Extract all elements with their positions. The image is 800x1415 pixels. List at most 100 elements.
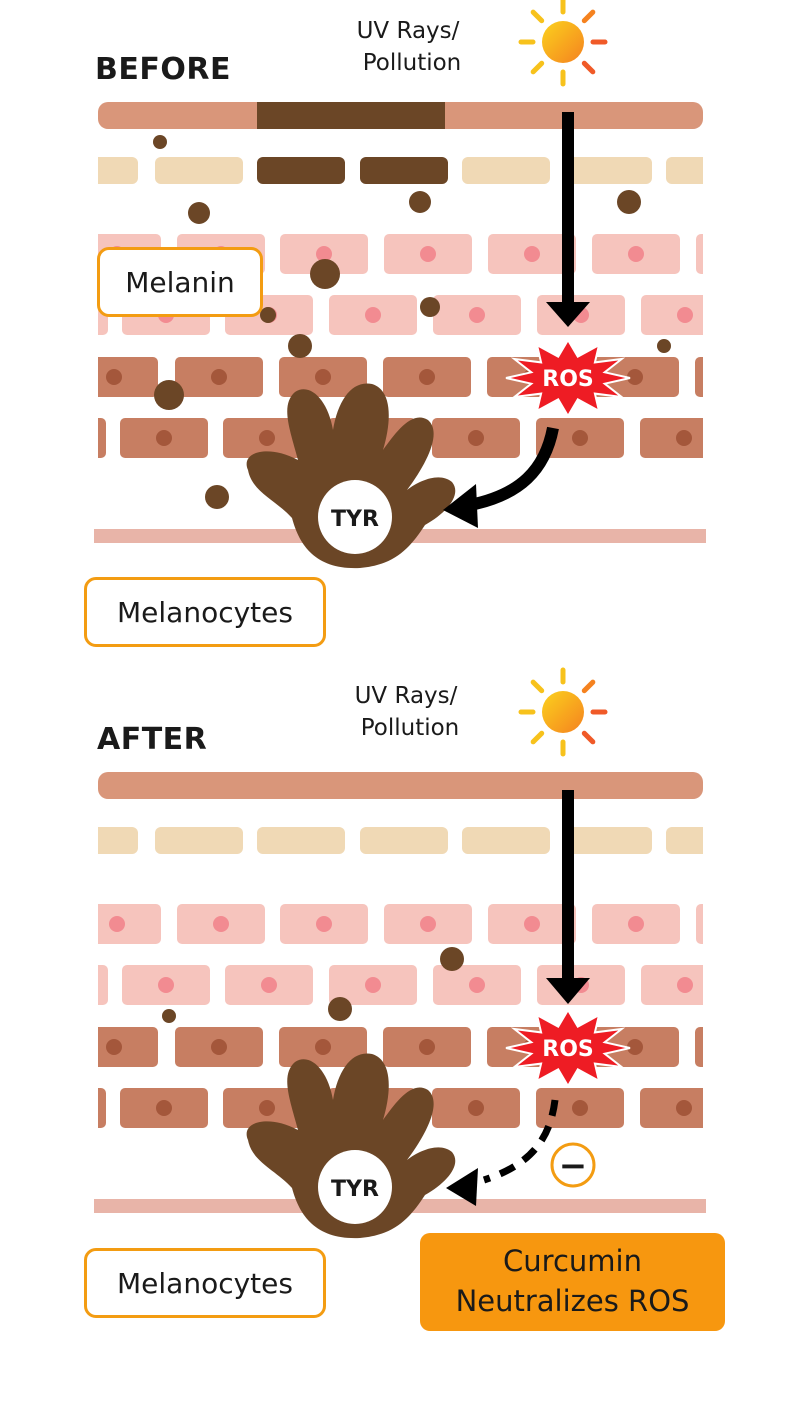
pink-cell [98, 295, 108, 335]
cream-cell [666, 827, 703, 854]
uv-arrow-head [546, 302, 590, 327]
pink-cell-nucleus [316, 246, 332, 262]
ros-burst: ROS [505, 338, 631, 418]
pink-cell-nucleus [524, 246, 540, 262]
brown-cell-nucleus [106, 1039, 122, 1055]
pink-cell-nucleus [109, 916, 125, 932]
ros-to-tyr-arrow-shaft [468, 426, 559, 511]
melanin-label: Melanin [125, 265, 235, 299]
brown-cell [98, 418, 106, 458]
sun-icon [518, 667, 608, 757]
sun-ray [530, 730, 545, 745]
cream-cell [360, 827, 448, 854]
brown-cell-nucleus [572, 430, 588, 446]
ros-burst: ROS [505, 1008, 631, 1088]
brown-cell-nucleus [156, 1100, 172, 1116]
pink-cell-nucleus [677, 977, 693, 993]
pink-cell-nucleus [524, 916, 540, 932]
pink-cell-nucleus [628, 916, 644, 932]
brown-cell-nucleus [156, 430, 172, 446]
before-uv-label-line1: UV Rays/ [356, 18, 460, 44]
pink-cell [98, 965, 108, 1005]
brown-cell-nucleus [315, 1039, 331, 1055]
before-melanocytes-label-box: Melanocytes [84, 577, 326, 647]
after-uv-label-line1: UV Rays/ [354, 683, 458, 709]
melanin-granule [657, 339, 671, 353]
pink-cell [98, 904, 161, 944]
stratum-top-layer [98, 772, 703, 799]
pink-cell [696, 904, 703, 944]
brown-cell [640, 418, 703, 458]
sun-disc [542, 691, 584, 733]
pink-cell-nucleus [213, 916, 229, 932]
pigmented-cell [360, 157, 448, 184]
pink-cell-nucleus [261, 977, 277, 993]
melanin-granule [154, 380, 184, 410]
pink-cell [696, 234, 703, 274]
brown-cell-nucleus [259, 1100, 275, 1116]
pink-cell-nucleus [677, 307, 693, 323]
ros-burst-shape [505, 338, 631, 418]
pink-cell-nucleus [56, 977, 72, 993]
pink-cell-nucleus [469, 307, 485, 323]
cream-cell [462, 157, 550, 184]
tyr-circle [318, 480, 392, 554]
pink-cell-nucleus [158, 977, 174, 993]
after-melanocytes-label-box: Melanocytes [84, 1248, 326, 1318]
pink-cell [641, 965, 703, 1005]
pink-cell-nucleus [628, 246, 644, 262]
brown-cell-nucleus [627, 369, 643, 385]
after-heading: AFTER [97, 722, 208, 757]
cream-cell [462, 827, 550, 854]
melanocyte-cell: TYR [246, 1053, 456, 1239]
pink-cell-nucleus [365, 977, 381, 993]
sun-ray [581, 730, 596, 745]
brown-cell [98, 1027, 158, 1067]
brown-cell [695, 1027, 703, 1067]
brown-cell [640, 1088, 703, 1128]
brown-cell-nucleus [54, 1100, 70, 1116]
melanin-granule [260, 307, 276, 323]
melanin-granule [420, 297, 440, 317]
sun-ray [530, 60, 545, 75]
melanin-granule [409, 191, 431, 213]
pink-cell-nucleus [420, 916, 436, 932]
inhibited-arrow-shaft [482, 1099, 559, 1184]
pigmented-cell [257, 157, 345, 184]
melanin-granule [153, 135, 167, 149]
sun-icon [518, 0, 608, 87]
melanin-granule [328, 997, 352, 1021]
cream-cell [257, 827, 345, 854]
ros-label: ROS [542, 367, 594, 392]
pink-cell-nucleus [732, 246, 748, 262]
ros-label: ROS [542, 1037, 594, 1062]
sun-ray [530, 9, 545, 24]
cream-cell [564, 157, 652, 184]
cell-layers [54, 827, 747, 1128]
pink-cell-nucleus [316, 916, 332, 932]
brown-cell-nucleus [259, 430, 275, 446]
curcumin-line2: Neutralizes ROS [455, 1284, 690, 1318]
brown-cell-nucleus [731, 1039, 747, 1055]
after-melanocytes-label: Melanocytes [117, 1266, 293, 1300]
brown-cell-nucleus [676, 430, 692, 446]
tyr-label: TYR [331, 507, 379, 532]
brown-cell [98, 1088, 106, 1128]
melanocyte-cell: TYR [246, 383, 456, 569]
uv-arrow-head [546, 978, 590, 1004]
brown-cell-nucleus [627, 1039, 643, 1055]
cream-cell [564, 827, 652, 854]
brown-cell-nucleus [419, 369, 435, 385]
curcumin-box: Curcumin Neutralizes ROS [420, 1233, 725, 1331]
inhibition-minus-icon: − [559, 1146, 588, 1186]
melanin-granule [310, 259, 340, 289]
ros-to-tyr-arrow-head [443, 484, 478, 528]
brown-cell [98, 357, 158, 397]
sun-ray [581, 60, 596, 75]
brown-cell-nucleus [676, 1100, 692, 1116]
after-uv-label-line2: Pollution [360, 715, 460, 741]
tyr-circle [318, 1150, 392, 1224]
melanin-label-box: Melanin [97, 247, 263, 317]
before-panel: TYR ROS [94, 0, 748, 569]
